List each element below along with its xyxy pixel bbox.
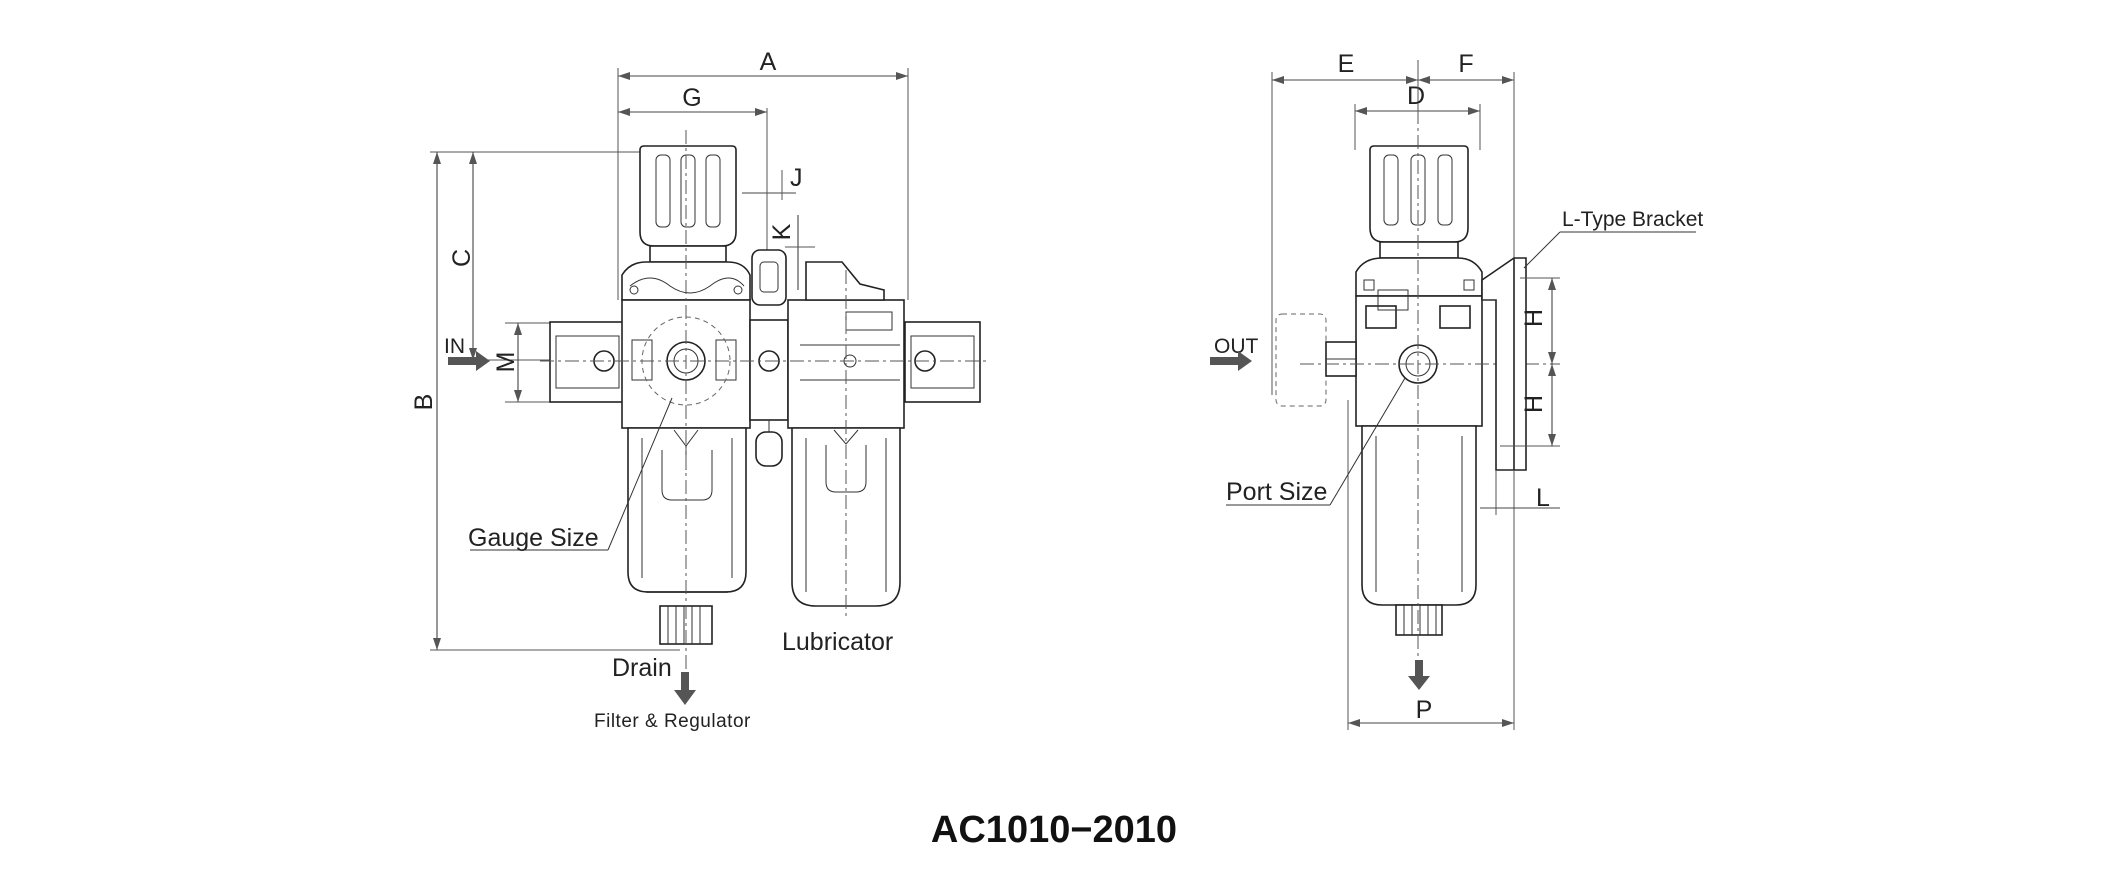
- dimension-f-label: F: [1458, 50, 1473, 78]
- drain-knob: [646, 591, 728, 645]
- in-label: IN: [444, 335, 465, 358]
- dimension-c-label: C: [448, 249, 476, 267]
- dimension-p: P: [1347, 400, 1514, 730]
- dimension-d-label: D: [1407, 82, 1425, 110]
- dimension-a: A: [617, 48, 909, 300]
- l-type-bracket: [1481, 257, 1527, 471]
- gauge-size-label: Gauge Size: [468, 524, 599, 552]
- lubricator-bowl: [791, 427, 901, 607]
- dimension-k-label: K: [768, 223, 796, 240]
- drain-label: Drain: [612, 654, 672, 682]
- filter-bowl: [627, 427, 747, 593]
- lubricator-label: Lubricator: [782, 628, 893, 656]
- port-size-callout: Port Size: [1226, 377, 1406, 506]
- bracket-callout: L-Type Bracket: [1523, 208, 1703, 269]
- dimension-g-label: G: [682, 84, 701, 112]
- dimension-b-label: B: [410, 394, 438, 411]
- gauge-size-callout: Gauge Size: [468, 397, 673, 552]
- dimension-h2-label: H: [1520, 395, 1548, 413]
- dimension-l: L: [1480, 470, 1560, 515]
- in-arrow: IN: [444, 335, 490, 371]
- bracket-label: L-Type Bracket: [1562, 208, 1703, 231]
- side-drain-knob: [1395, 604, 1443, 690]
- connector-block: [749, 249, 789, 467]
- out-label: OUT: [1214, 335, 1259, 358]
- dimension-a-label: A: [760, 48, 777, 76]
- out-port: OUT: [1210, 313, 1357, 407]
- side-bowl: [1361, 425, 1477, 606]
- dimension-e-label: E: [1338, 50, 1355, 78]
- dimension-j-label: J: [790, 164, 803, 192]
- side-regulator-knob: [1369, 145, 1469, 259]
- regulator-knob: [639, 145, 737, 263]
- mounting-flange-right: [904, 321, 981, 403]
- filter-regulator-label: Filter & Regulator: [594, 711, 751, 732]
- right-view: E F D: [1210, 50, 1703, 730]
- port-size-label: Port Size: [1226, 478, 1327, 506]
- dimension-m-label: M: [492, 352, 520, 373]
- dimension-k: K: [768, 215, 815, 290]
- model-title: AC1010−2010: [931, 809, 1177, 851]
- dimension-p-label: P: [1416, 696, 1433, 724]
- dimension-h1-label: H: [1520, 309, 1548, 327]
- dimension-l-label: L: [1536, 484, 1550, 512]
- dimension-h: H H: [1500, 277, 1560, 447]
- mounting-flange-left: [549, 321, 626, 403]
- drain-callout: Drain: [612, 654, 696, 705]
- dimension-g: G: [618, 84, 768, 300]
- left-view: A G J K C: [410, 48, 990, 732]
- dimension-b: B: [410, 152, 680, 651]
- side-bonnet: [1355, 257, 1483, 297]
- side-body: [1355, 289, 1483, 427]
- dimension-j: J: [742, 164, 803, 200]
